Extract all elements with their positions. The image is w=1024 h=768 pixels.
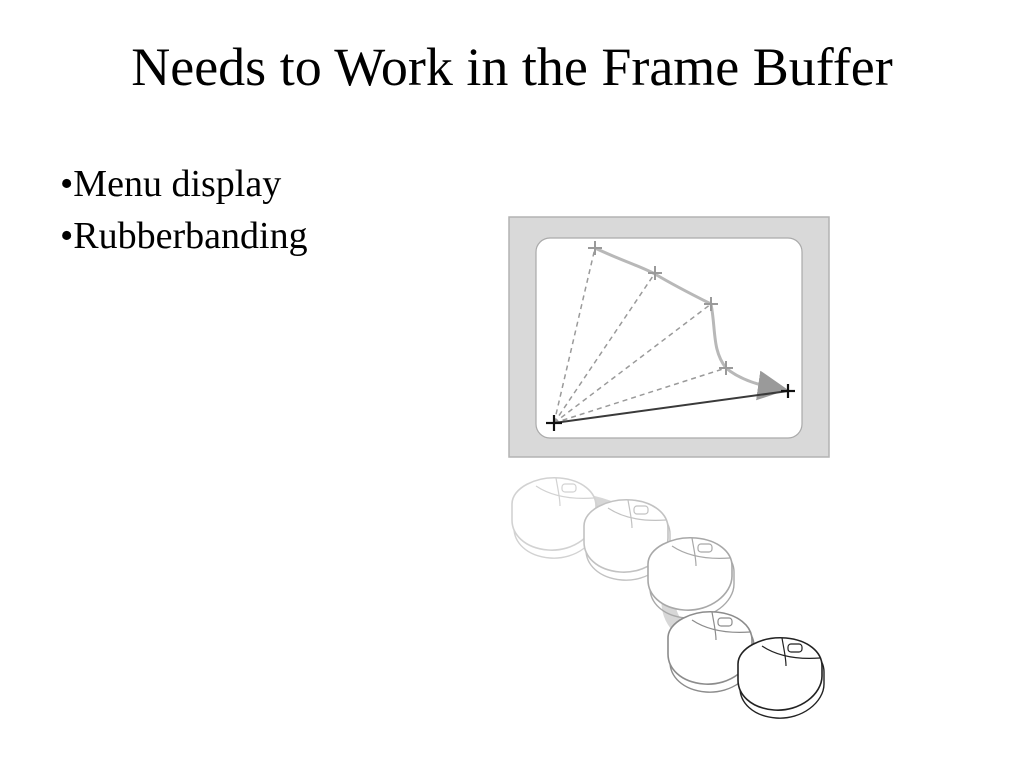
slide-title: Needs to Work in the Frame Buffer <box>131 37 893 97</box>
final-rubber-line <box>553 390 789 424</box>
screen-display <box>535 237 803 439</box>
bullet-menu-display: •Menu display <box>60 163 282 205</box>
rubberbanding-illustration <box>508 216 830 719</box>
crosshair-marker-icon <box>546 384 795 431</box>
intermediate-rubber-lines <box>553 247 727 424</box>
mouse-icon <box>737 636 825 719</box>
bullet-rubberbanding: •Rubberbanding <box>60 215 308 257</box>
bullet-list: •Menu display •Rubberbanding <box>60 158 308 262</box>
crosshair-marker-icon <box>588 241 733 375</box>
mouse-icon <box>647 536 735 619</box>
